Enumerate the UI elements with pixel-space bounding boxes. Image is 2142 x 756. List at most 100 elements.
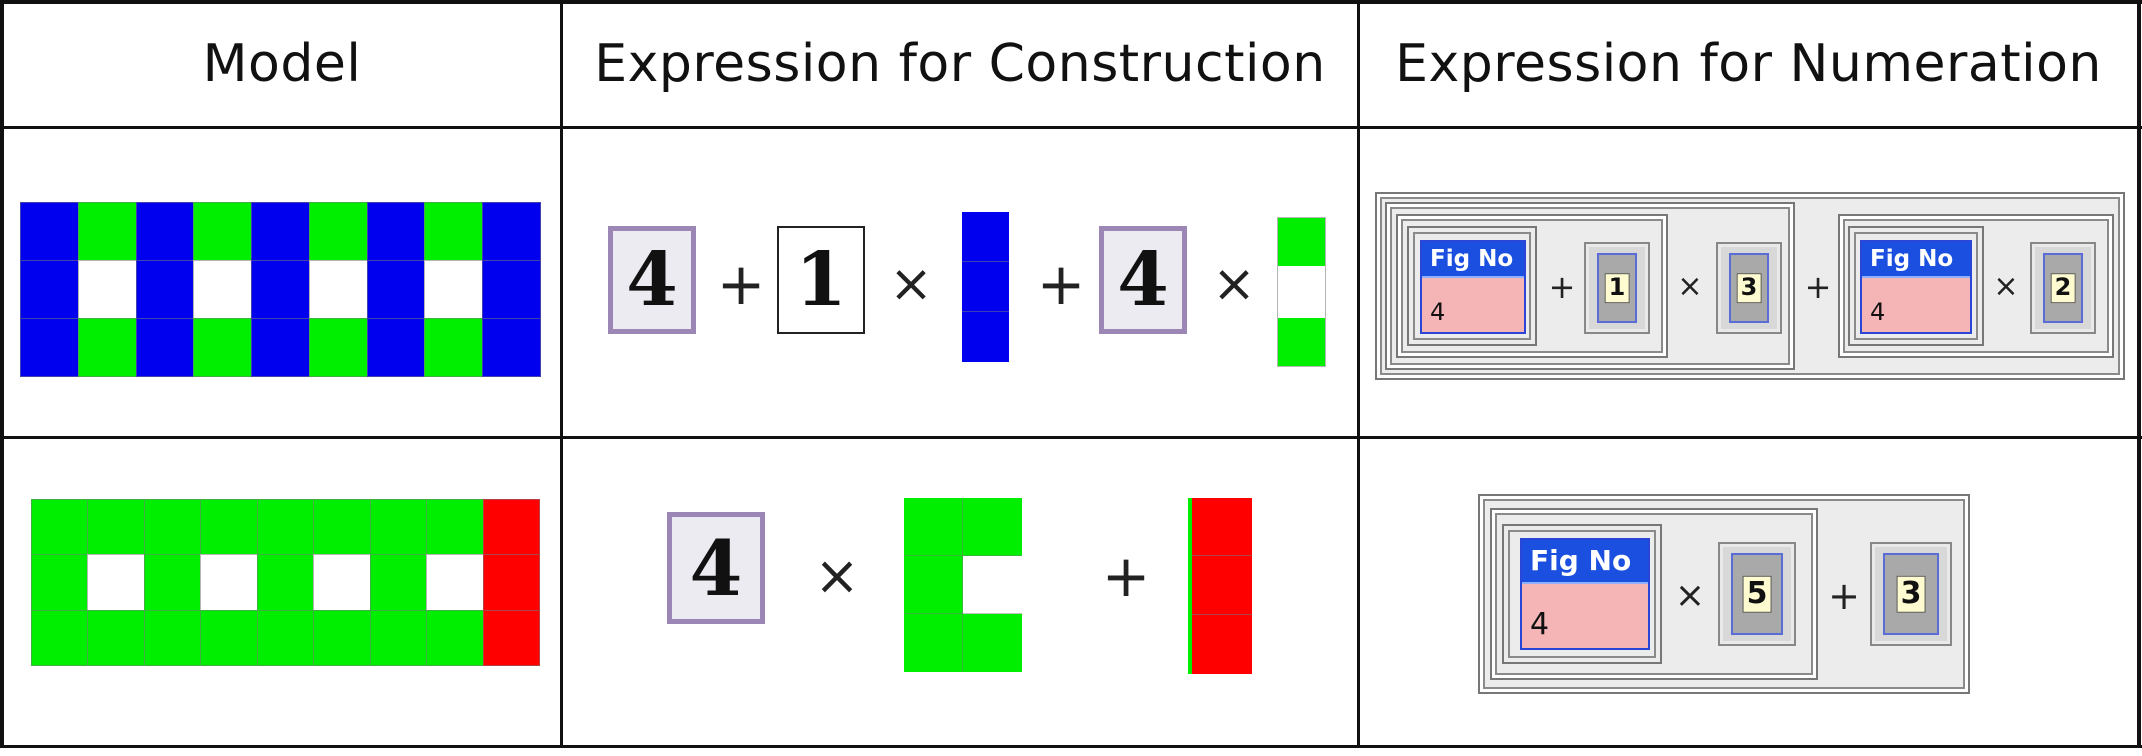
grid-cell-green xyxy=(313,609,371,666)
grid-cell-white xyxy=(424,260,484,319)
times-operator: × xyxy=(1212,254,1256,314)
grid-cell-blue xyxy=(251,318,310,377)
fig-number-value: 4 xyxy=(1870,298,1886,326)
grid-cell-blue xyxy=(366,260,426,319)
table-border-row xyxy=(0,436,2142,439)
constant-value: 3 xyxy=(1896,575,1926,613)
constant-value: 3 xyxy=(1736,273,1762,303)
constant-box: 3 xyxy=(1870,542,1952,646)
grid-cell-white xyxy=(426,554,484,611)
grid-cell-blue xyxy=(366,318,426,377)
grid-cell-blue xyxy=(20,260,79,319)
grid-cell-green xyxy=(87,499,145,556)
grid-cell-green xyxy=(193,318,253,377)
table-border-col2 xyxy=(1357,0,1360,748)
grid-cell-red xyxy=(482,554,540,611)
grid-cell-green xyxy=(31,499,89,556)
green-c-shape-tile xyxy=(904,498,1022,672)
grid-cell-blue xyxy=(20,318,79,377)
grid-cell-blue xyxy=(20,202,79,261)
header-construction: Expression for Construction xyxy=(594,34,1326,94)
grid-cell-green xyxy=(369,499,428,556)
grid-cell-red xyxy=(482,609,540,666)
table-border-right xyxy=(2137,0,2141,748)
grid-cell-green xyxy=(77,202,137,261)
fig-number-label: Fig No xyxy=(1422,242,1524,278)
grid-cell-green xyxy=(426,499,484,556)
plus-operator: + xyxy=(1804,268,1832,306)
times-operator: × xyxy=(1677,269,1703,304)
table-border-top xyxy=(0,0,2142,4)
grid-cell-green xyxy=(87,609,145,666)
grid-cell-green xyxy=(193,202,253,261)
fig-number-value: 4 xyxy=(1430,298,1446,326)
grid-cell-green xyxy=(256,499,315,556)
grid-cell-blue xyxy=(251,202,310,261)
grid-cell-green xyxy=(143,554,202,611)
fig-number-field: Fig No 4 xyxy=(1520,538,1650,650)
plus-operator: + xyxy=(1101,542,1151,610)
grid-cell-white xyxy=(77,260,137,319)
grid-cell-green xyxy=(77,318,137,377)
variable-box: 4 xyxy=(667,512,765,624)
grid-cell-white xyxy=(313,554,371,611)
variable-box: 4 xyxy=(1099,226,1187,334)
grid-cell-green xyxy=(31,554,89,611)
variable-box: 4 xyxy=(608,226,696,334)
blue-column-tile xyxy=(962,212,1009,362)
grid-cell-white xyxy=(87,554,145,611)
header-model: Model xyxy=(202,34,362,94)
grid-cell-blue xyxy=(366,202,426,261)
grid-cell-green xyxy=(143,609,202,666)
grid-cell-green xyxy=(308,318,368,377)
model-grid-row2 xyxy=(31,499,540,666)
grid-cell-blue xyxy=(135,202,195,261)
red-column-tile xyxy=(1188,498,1252,674)
table-border-header xyxy=(0,126,2142,129)
fig-number-field: Fig No 4 xyxy=(1860,240,1972,334)
grid-cell-white xyxy=(193,260,253,319)
grid-cell-green xyxy=(369,554,428,611)
times-operator: × xyxy=(889,254,933,314)
plus-operator: + xyxy=(1828,574,1860,618)
constant-box: 2 xyxy=(2030,242,2096,334)
constant-box: 1 xyxy=(777,226,865,334)
grid-cell-green xyxy=(313,499,371,556)
constant-box: 3 xyxy=(1716,242,1782,334)
model-grid-row1 xyxy=(20,202,541,377)
grid-cell-blue xyxy=(482,260,541,319)
grid-cell-green xyxy=(31,609,89,666)
grid-cell-green xyxy=(200,499,258,556)
grid-cell-white xyxy=(308,260,368,319)
fig-number-value: 4 xyxy=(1530,607,1550,642)
times-operator: × xyxy=(814,544,860,607)
constant-box: 5 xyxy=(1718,542,1796,646)
table-border-col1 xyxy=(560,0,563,748)
times-operator: × xyxy=(1993,269,2019,304)
grid-cell-green xyxy=(424,318,484,377)
grid-cell-blue xyxy=(482,318,541,377)
header-numeration: Expression for Numeration xyxy=(1395,34,2102,94)
plus-operator: + xyxy=(1036,250,1086,318)
grid-cell-green xyxy=(369,609,428,666)
grid-cell-green xyxy=(424,202,484,261)
constant-value: 5 xyxy=(1742,575,1772,613)
grid-cell-green xyxy=(256,609,315,666)
grid-cell-blue xyxy=(251,260,310,319)
grid-cell-green xyxy=(256,554,315,611)
grid-cell-blue xyxy=(482,202,541,261)
plus-operator: + xyxy=(1548,268,1576,306)
constant-value: 2 xyxy=(2050,273,2076,303)
plus-operator: + xyxy=(716,250,766,318)
constant-box: 1 xyxy=(1584,242,1650,334)
fig-number-field: Fig No 4 xyxy=(1420,240,1526,334)
green-white-green-column-tile xyxy=(1277,217,1326,367)
constant-value: 1 xyxy=(1604,273,1630,303)
grid-cell-green xyxy=(200,609,258,666)
grid-cell-green xyxy=(308,202,368,261)
grid-cell-green xyxy=(143,499,202,556)
grid-cell-blue xyxy=(135,260,195,319)
table-border-bottom xyxy=(0,745,2142,748)
fig-number-label: Fig No xyxy=(1862,242,1970,278)
times-operator: × xyxy=(1674,575,1706,616)
